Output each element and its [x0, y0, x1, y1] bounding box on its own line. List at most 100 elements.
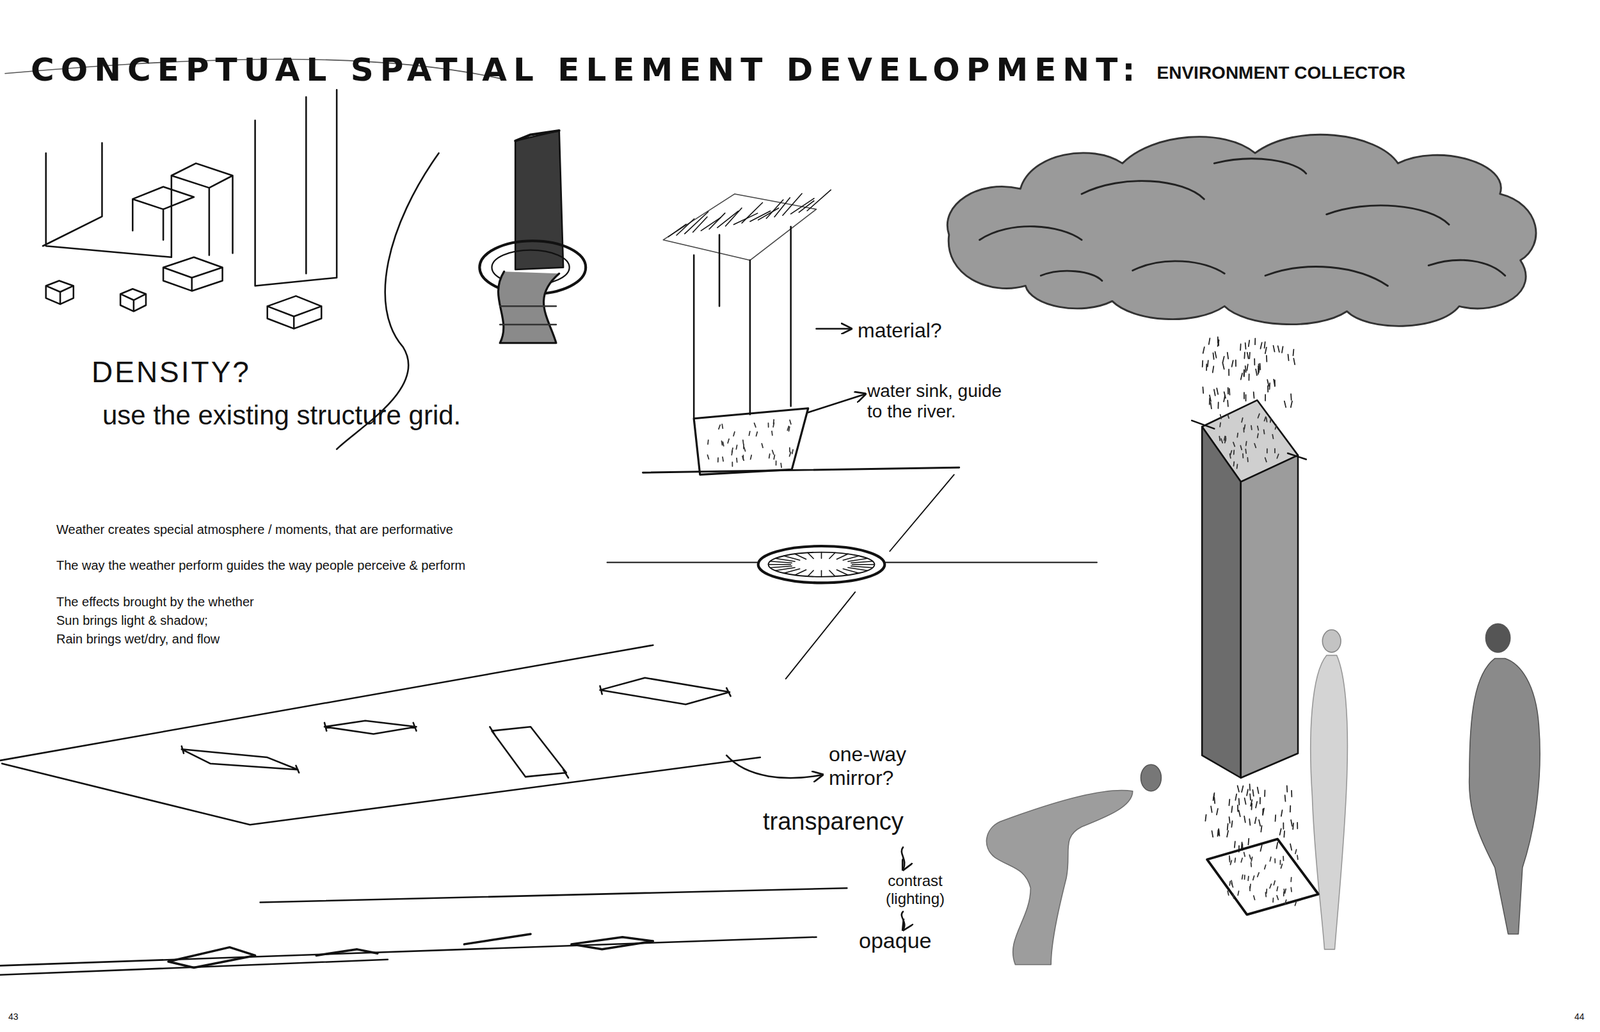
texture-mark	[1265, 888, 1268, 893]
texture-mark	[1269, 417, 1272, 422]
texture-mark	[1285, 899, 1287, 904]
plane-sketch	[0, 887, 847, 975]
texture-mark	[707, 455, 709, 459]
texture-mark	[771, 430, 774, 435]
texture-mark	[1239, 343, 1241, 351]
texture-mark	[1248, 352, 1250, 360]
plane-sketch	[726, 755, 823, 778]
hatch-line	[758, 208, 779, 221]
texture-mark	[1208, 337, 1211, 345]
texture-mark	[1276, 842, 1278, 849]
texture-mark	[1276, 453, 1279, 458]
grid-sketch	[5, 58, 505, 449]
canopy-sketch	[663, 193, 816, 261]
texture-mark	[1239, 810, 1241, 817]
texture-mark	[1244, 449, 1247, 454]
texture-mark	[1242, 427, 1245, 432]
texture-mark	[1240, 373, 1243, 380]
body-text: Rain brings wet/dry, and flow	[56, 631, 220, 647]
texture-mark	[1238, 798, 1240, 805]
texture-mark	[1217, 336, 1219, 344]
texture-mark	[773, 423, 774, 427]
texture-mark	[722, 441, 724, 446]
texture-mark	[1264, 864, 1266, 869]
texture-mark	[1221, 438, 1223, 443]
plane-sketch	[0, 645, 761, 825]
texture-mark	[1260, 844, 1262, 852]
texture-mark	[1231, 882, 1233, 887]
texture-mark	[1201, 360, 1204, 367]
texture-mark	[1295, 849, 1297, 854]
texture-mark	[1254, 338, 1256, 345]
sink-hatch	[768, 552, 875, 577]
texture-mark	[1266, 448, 1268, 453]
hatch-line	[848, 567, 868, 571]
texture-mark	[1269, 382, 1271, 390]
texture-mark	[742, 439, 745, 444]
texture-mark	[1244, 366, 1247, 373]
canopy-sketch	[693, 226, 791, 419]
hatch-line	[842, 555, 859, 560]
texture-mark	[1237, 890, 1239, 895]
texture-mark	[1236, 464, 1239, 468]
plane-sketch	[0, 645, 847, 975]
texture-mark	[754, 423, 756, 427]
texture-mark	[1250, 425, 1253, 430]
texture-mark	[1282, 856, 1284, 861]
plane-sketch	[324, 720, 416, 735]
handwritten-note: use the existing structure grid.	[102, 400, 461, 431]
texture-mark	[1212, 830, 1214, 838]
canopy-sketch	[816, 327, 852, 330]
grid-sketch	[255, 89, 338, 286]
roof-hatch	[668, 190, 831, 237]
texture-mark	[1290, 843, 1292, 850]
texture-mark	[744, 446, 746, 451]
texture-mark	[1269, 883, 1272, 888]
texture-mark	[1249, 793, 1252, 800]
texture-mark	[750, 455, 752, 459]
dark-form-sketch	[515, 130, 560, 141]
handwritten-note: DENSITY?	[91, 355, 251, 390]
tall-box-sketch	[1201, 426, 1241, 777]
texture-mark	[1210, 805, 1213, 813]
texture-mark	[1280, 864, 1282, 868]
texture-mark	[1281, 809, 1283, 816]
texture-mark	[1230, 453, 1231, 458]
texture-mark	[718, 424, 720, 429]
texture-mark	[1255, 369, 1257, 376]
texture-mark	[1296, 855, 1299, 859]
canopy-sketch	[642, 467, 959, 473]
texture-mark	[1241, 417, 1243, 422]
texture-mark	[1220, 414, 1222, 419]
texture-mark	[1228, 388, 1231, 395]
texture-mark	[1257, 872, 1259, 877]
handwritten-note: one-way mirror?	[828, 742, 938, 790]
dark-form-sketch	[498, 271, 560, 344]
hatch-line	[842, 568, 859, 574]
texture-mark	[789, 451, 792, 456]
texture-mark	[1212, 352, 1214, 360]
tall-box-sketch	[1207, 839, 1319, 915]
tall-box-sketch	[1191, 336, 1319, 914]
texture-mark	[1226, 830, 1229, 838]
texture-mark	[1235, 793, 1237, 800]
texture-mark	[717, 457, 719, 462]
rain-marks	[1202, 336, 1295, 409]
texture-mark	[1252, 789, 1254, 797]
texture-mark	[1246, 789, 1248, 796]
texture-mark	[1250, 862, 1252, 866]
grid-sketch	[267, 295, 322, 329]
sequence-arrows	[901, 846, 905, 870]
water-texture	[707, 419, 793, 468]
texture-mark	[1259, 363, 1262, 370]
texture-mark	[722, 456, 724, 461]
texture-mark	[1213, 792, 1215, 800]
cloud-sketch	[979, 158, 1506, 287]
texture-mark	[1228, 855, 1231, 860]
texture-mark	[1217, 401, 1220, 409]
hatch-line	[791, 198, 815, 214]
texture-mark	[1294, 901, 1296, 905]
texture-mark	[775, 460, 777, 465]
page-title: CONCEPTUAL SPATIAL ELEMENT DEVELOPMENT:	[30, 53, 1142, 86]
